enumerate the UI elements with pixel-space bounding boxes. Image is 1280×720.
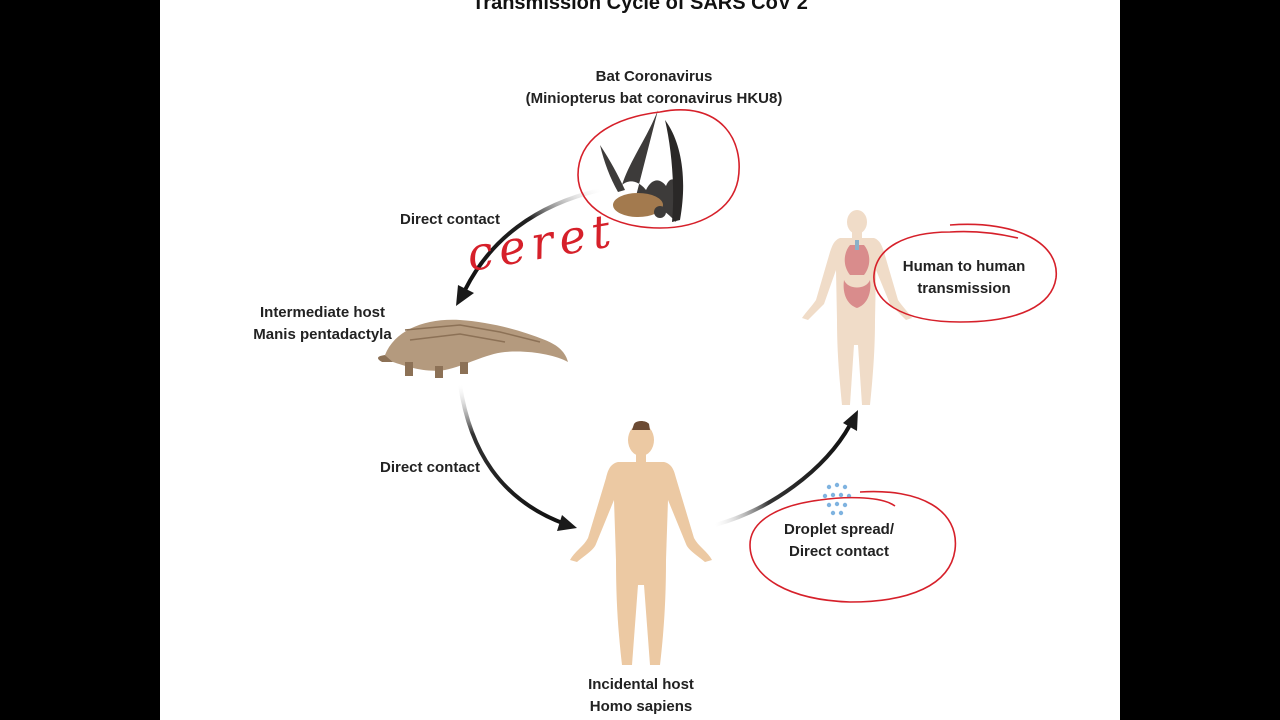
edge-label-bat-pangolin: Direct contact <box>399 211 501 228</box>
pangolin-illustration <box>378 319 568 378</box>
arrow-human-to-human <box>714 410 858 527</box>
bat-label: Bat Coronavirus (Miniopterus bat coronav… <box>504 66 804 110</box>
bat-label-line2: (Miniopterus bat coronavirus HKU8) <box>525 90 783 107</box>
incidental-host-label: Incidental host Homo sapiens <box>566 674 716 718</box>
bat-illustration <box>600 110 684 222</box>
diagram-title: Transmission Cycle of SARS CoV 2 <box>472 0 808 14</box>
edge-label-pangolin-human: Direct contact <box>379 459 481 476</box>
h2h-label: Human to human transmission <box>886 256 1042 300</box>
arrow-pangolin-to-human <box>458 384 577 531</box>
incidental-host-line2: Homo sapiens <box>589 698 693 715</box>
droplet-circle-annotation <box>749 490 957 603</box>
slide: Transmission Cycle of SARS CoV 2 Bat Cor… <box>160 0 1120 720</box>
h2h-label-line2: transmission <box>917 280 1011 297</box>
red-circle-annotations <box>577 109 1057 603</box>
intermediate-host-line1: Intermediate host <box>259 304 386 321</box>
droplet-label-line2: Direct contact <box>788 543 890 560</box>
human-transmission-figure <box>802 210 912 405</box>
bat-label-line1: Bat Coronavirus <box>595 68 713 85</box>
arrow-bat-to-pangolin <box>456 188 601 306</box>
droplet-label: Droplet spread/ Direct contact <box>764 519 914 563</box>
diagram-canvas <box>378 109 1057 665</box>
intermediate-host-line2: Manis pentadactyla <box>253 326 392 343</box>
h2h-label-line1: Human to human <box>902 258 1026 275</box>
human-incidental-host <box>570 421 712 665</box>
bat-circle-annotation <box>577 109 740 229</box>
droplet-label-line1: Droplet spread/ <box>783 521 895 538</box>
incidental-host-line1: Incidental host <box>588 676 694 693</box>
droplet-icon <box>822 482 852 516</box>
h2h-circle-annotation <box>873 223 1057 323</box>
intermediate-host-label: Intermediate host Manis pentadactyla <box>240 302 405 346</box>
